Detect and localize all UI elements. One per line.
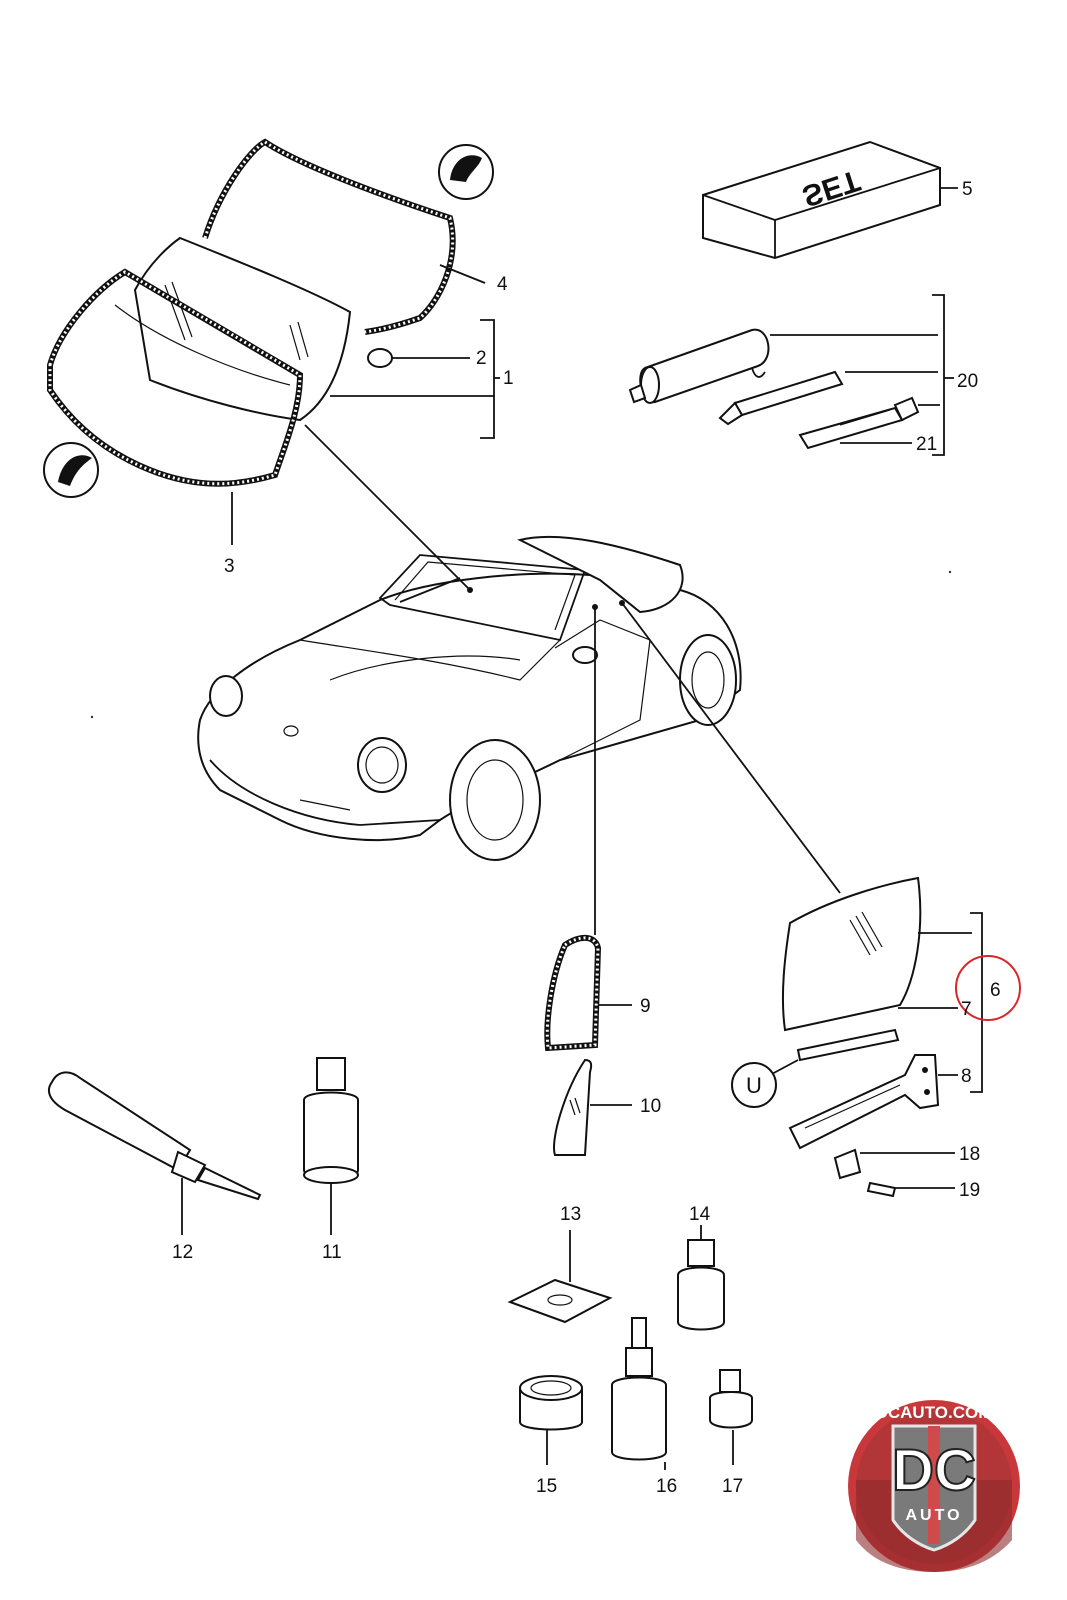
callout-3: 3 [224,556,235,577]
u-marker-circle [731,1062,777,1108]
callout-9: 9 [640,996,651,1017]
callout-8: 8 [961,1066,972,1087]
callout-5: 5 [962,179,973,200]
callout-4: 4 [497,274,508,295]
callout-7: 7 [961,999,972,1020]
window-channel-7 [796,1028,900,1062]
windshield-seal-4 [202,138,456,335]
car-illustration [197,535,742,861]
callout-16: 16 [656,1476,677,1497]
bottle-part-17 [709,1369,753,1429]
adhesive-cartridge [628,328,770,404]
callout-group-top-left: 4 2 1 3 [224,274,514,577]
pad-part-13 [507,1278,613,1324]
cutting-tool-21 [798,396,920,450]
highlight-circle-6 [955,955,1021,1021]
set-box-part-5: SET [702,140,941,260]
logo-word: AUTO [905,1507,962,1524]
callout-21: 21 [916,434,937,455]
logo-mark: DC [892,1438,976,1503]
detail-icon-lower [43,442,99,498]
roll-part-15 [519,1375,583,1431]
applicator-nozzle [718,370,844,426]
side-window-glass [781,876,922,1032]
callout-13: 13 [560,1204,581,1225]
callout-18: 18 [959,1144,980,1165]
bottle-part-16 [611,1317,667,1461]
window-regulator-8 [788,1054,940,1150]
guide-clip-18 [833,1148,862,1180]
callout-2: 2 [476,348,487,369]
sealant-tube-12 [47,1071,262,1201]
u-marker: U [746,1073,762,1098]
callout-20: 20 [957,371,978,392]
callout-11: 11 [322,1242,342,1263]
quarter-glass-10 [553,1058,593,1156]
clip-part-2 [367,348,393,368]
detail-icon-upper [438,144,494,200]
windshield-molding-3 [47,268,304,487]
callout-12: 12 [172,1242,193,1263]
windshield-glass-1 [133,236,352,422]
dc-auto-logo: DCAUTO.COM DC AUTO [848,1400,1020,1572]
callout-6: 6 [990,980,1001,1001]
callout-1: 1 [503,368,514,389]
callout-17: 17 [722,1476,743,1497]
bottle-part-11 [303,1057,359,1184]
screw-19 [866,1181,897,1198]
callout-15: 15 [536,1476,557,1497]
logo-site: DCAUTO.COM [876,1403,993,1422]
bottle-part-14 [677,1239,725,1331]
quarter-seal-9 [544,934,602,1052]
callout-14: 14 [689,1204,711,1225]
callout-19: 19 [959,1180,980,1201]
callout-10: 10 [640,1096,661,1117]
